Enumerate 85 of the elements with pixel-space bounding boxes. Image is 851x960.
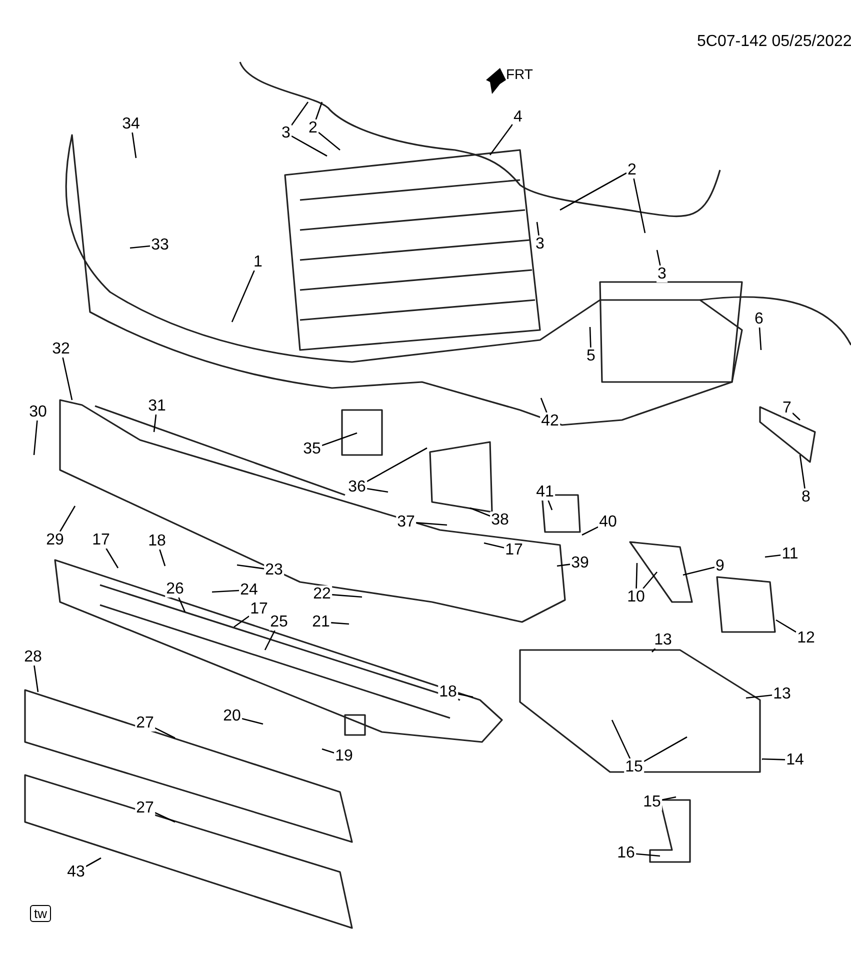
leader-line	[484, 542, 504, 548]
leader-line	[159, 549, 166, 566]
leader-line	[636, 562, 638, 589]
callout-number: 4	[512, 108, 524, 126]
callout-number: 17	[91, 532, 111, 548]
leader-line	[33, 420, 38, 456]
callout-number: 28	[23, 648, 43, 666]
leader-line	[34, 665, 39, 692]
leader-line	[132, 132, 137, 158]
leader-line	[470, 507, 490, 517]
callout-number: 40	[598, 514, 618, 530]
leader-line	[212, 590, 240, 593]
callout-number: 27	[135, 714, 155, 732]
drawing-number: 5C07-142 05/25/2022	[697, 33, 851, 51]
callout-number: 2	[626, 162, 638, 178]
callout-number: 25	[269, 614, 289, 630]
callout-number: 23	[264, 562, 284, 578]
leader-line	[644, 736, 688, 762]
leader-line	[582, 526, 598, 536]
leader-line	[556, 564, 570, 567]
leader-line	[264, 630, 276, 650]
leader-line	[758, 327, 762, 350]
callout-number: 18	[438, 684, 458, 700]
leader-line	[130, 245, 150, 249]
leader-line	[154, 727, 176, 739]
callout-number: 15	[624, 758, 644, 776]
leader-line	[642, 572, 658, 589]
leader-line	[792, 412, 800, 420]
leader-line	[86, 857, 102, 868]
leader-line	[178, 597, 186, 612]
callout-number: 2	[308, 120, 318, 136]
leader-line	[62, 357, 73, 400]
leader-line	[762, 758, 786, 760]
leader-line	[652, 648, 656, 652]
leader-line	[489, 124, 514, 156]
leader-line	[776, 619, 796, 633]
callout-number: 7	[782, 400, 792, 416]
leader-line	[315, 102, 323, 120]
leader-line	[366, 488, 388, 493]
leader-line	[59, 506, 76, 532]
leader-line	[330, 622, 350, 625]
leader-line	[234, 616, 250, 628]
callout-number: 27	[135, 800, 155, 816]
leader-line	[611, 720, 631, 759]
callout-number: 41	[535, 484, 555, 500]
leader-line	[290, 102, 309, 126]
leader-line	[633, 178, 646, 234]
leader-line	[682, 566, 715, 576]
leader-line	[153, 414, 157, 432]
callout-number: 17	[249, 600, 269, 618]
leader-line	[746, 694, 772, 699]
leader-line	[799, 454, 806, 489]
leader-line	[332, 594, 362, 598]
callout-number: 18	[147, 532, 167, 550]
leader-line	[322, 432, 358, 446]
direction-label: FRT	[506, 66, 533, 82]
callout-number: 32	[51, 340, 71, 358]
leader-line	[416, 522, 448, 526]
leader-line	[231, 270, 255, 322]
callout-number: 31	[147, 398, 167, 414]
leader-line	[536, 222, 540, 236]
leader-line	[106, 548, 119, 568]
leader-line	[764, 554, 781, 558]
leader-line	[236, 564, 264, 570]
leader-line	[662, 796, 676, 801]
leader-line	[540, 398, 548, 413]
leader-line	[318, 132, 340, 150]
callout-number: 3	[656, 266, 668, 282]
leader-line	[242, 718, 264, 725]
leader-line	[291, 136, 328, 157]
leader-line	[589, 326, 592, 348]
leader-line	[548, 500, 553, 510]
leader-line	[656, 250, 661, 266]
leader-line	[458, 693, 474, 698]
callout-number: 13	[653, 632, 673, 648]
callout-number: 26	[165, 580, 185, 598]
leader-line	[322, 748, 334, 754]
leader-line	[366, 447, 428, 482]
view-symbol: tw	[30, 905, 51, 922]
callout-number: 34	[121, 116, 141, 132]
callout-number: 15	[642, 794, 662, 810]
leader-line	[636, 853, 660, 857]
leader-line	[154, 812, 176, 823]
leader-line	[560, 172, 627, 211]
callout-number: 1	[252, 254, 264, 270]
